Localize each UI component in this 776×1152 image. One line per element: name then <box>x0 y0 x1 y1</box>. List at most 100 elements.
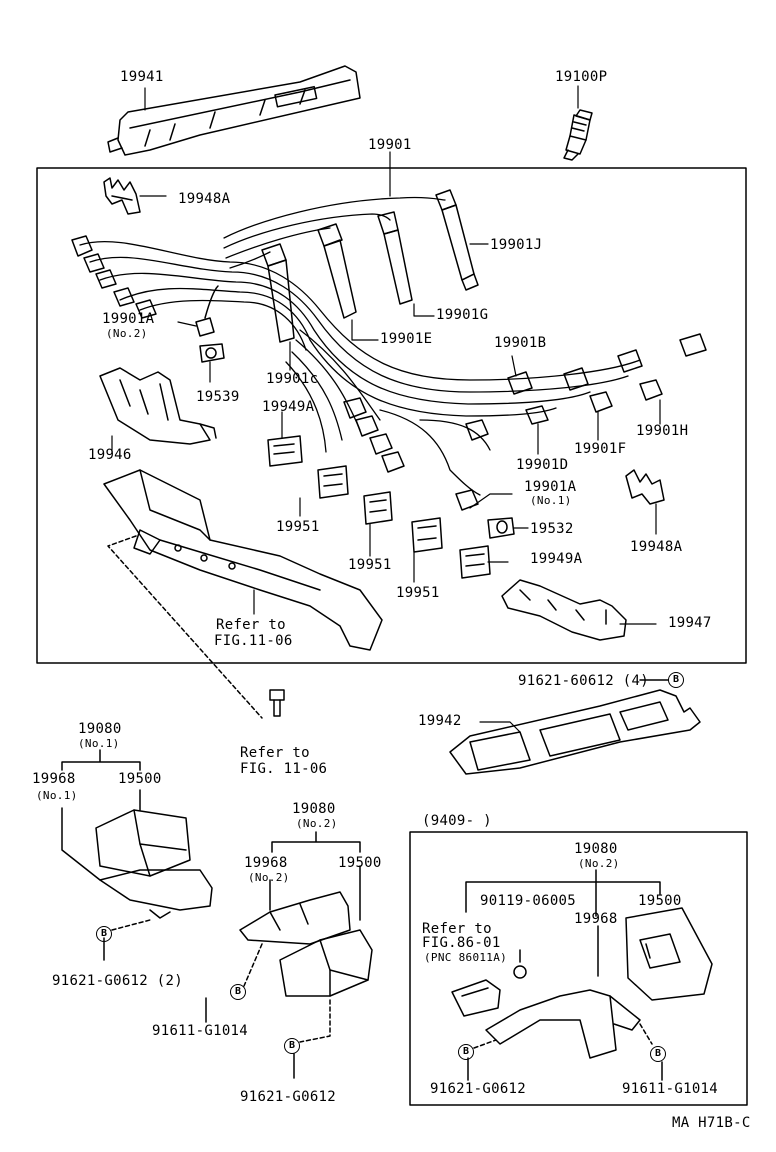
b-marker-4: B <box>284 1038 300 1054</box>
label-19901f: 19901F <box>574 441 627 457</box>
b-marker-2: B <box>96 926 112 942</box>
dashed-leader-b1 <box>111 919 151 931</box>
reference-dashed-line <box>107 535 263 719</box>
label-19901a-no2: 19901A <box>102 311 155 327</box>
label-no1-b: (No.1) <box>78 737 120 750</box>
harness-bracket <box>103 469 383 651</box>
plug-wire-19901a-no2 <box>195 285 219 337</box>
label-19500-c: 19500 <box>638 893 682 909</box>
label-91611-g1014-b: 91611-G1014 <box>622 1081 719 1097</box>
label-91621-g0612-a: 91621-G0612 <box>240 1089 337 1105</box>
clamp-19948a-top <box>103 177 141 215</box>
b-marker-3: B <box>230 984 246 1000</box>
wire-separator-19951-a <box>317 465 349 499</box>
label-fig-1106-a: FIG.11-06 <box>214 633 293 649</box>
label-no1-a: (No.1) <box>530 494 572 507</box>
label-no2-d: (No.2) <box>578 857 620 870</box>
label-19901a-no1: 19901A <box>524 479 577 495</box>
wire-boots-right <box>455 333 707 511</box>
b-marker-1: B <box>668 672 684 688</box>
label-19951-a: 19951 <box>276 519 320 535</box>
wire-boots-left <box>71 235 157 319</box>
wire-separator-19949a-bottom <box>459 545 491 579</box>
label-19901d: 19901D <box>516 457 569 473</box>
wire-separator-19951-b <box>363 491 393 525</box>
bracket-19946 <box>99 367 217 445</box>
label-no2-b: (No.2) <box>296 817 338 830</box>
label-refer-to-a: Refer to <box>216 617 286 633</box>
label-fig-1106-b: FIG. 11-06 <box>240 761 328 777</box>
coil-bracket-variant <box>485 989 641 1059</box>
label-fig-8601: FIG.86-01 <box>422 935 501 951</box>
label-19901c: 19901c <box>266 371 319 387</box>
plug-wire-19901c <box>261 243 295 343</box>
label-19500-a: 19500 <box>118 771 162 787</box>
leader-19968-no1 <box>61 807 101 881</box>
label-19947: 19947 <box>668 615 712 631</box>
label-pnc: (PNC 86011A) <box>424 951 508 964</box>
label-19080-no1: 19080 <box>78 721 122 737</box>
coil-bracket-no2 <box>239 891 351 945</box>
label-19901h: 19901H <box>636 423 689 439</box>
label-19500-b: 19500 <box>338 855 382 871</box>
label-19951-b: 19951 <box>348 557 392 573</box>
bolt-90119-06005 <box>513 949 527 979</box>
dashed-leader-b4 <box>473 1039 497 1049</box>
label-19942: 19942 <box>418 713 462 729</box>
wire-separator-19951-c <box>411 517 443 553</box>
ignition-cover-19941 <box>107 65 361 156</box>
label-19946: 19946 <box>88 447 132 463</box>
label-91611-g1014-a: 91611-G1014 <box>152 1023 249 1039</box>
ignition-coil-no1 <box>95 809 213 919</box>
label-19080-no2: 19080 <box>292 801 336 817</box>
main-assembly-frame <box>36 167 747 664</box>
label-refer-to-b: Refer to <box>240 745 310 761</box>
label-date-range: (9409- ) <box>422 813 492 829</box>
label-refer-to-c: Refer to <box>422 921 492 937</box>
wire-harness <box>79 196 641 496</box>
spark-plug-19100p <box>563 109 593 161</box>
label-19948a-right: 19948A <box>630 539 683 555</box>
label-19941: 19941 <box>120 69 164 85</box>
label-no1-c: (No.1) <box>36 789 78 802</box>
label-19948a-top: 19948A <box>178 191 231 207</box>
ignition-cover-19942 <box>449 689 701 775</box>
bracket-line-19080-no1 <box>61 749 141 771</box>
label-19100p: 19100P <box>555 69 608 85</box>
grommet-19539 <box>199 343 225 363</box>
wire-separator-19949a-top <box>267 435 303 467</box>
grommet-19532 <box>487 517 515 539</box>
bracket-line-19080-no2-b <box>465 869 661 917</box>
label-19968-c: 19968 <box>574 911 618 927</box>
dashed-leader-b3 <box>299 999 331 1043</box>
label-19949a-bottom: 19949A <box>530 551 583 567</box>
dashed-leader-b2 <box>243 943 263 987</box>
label-19951-c: 19951 <box>396 585 440 601</box>
label-19532: 19532 <box>530 521 574 537</box>
clamp-19948a-right <box>625 469 665 505</box>
label-19968-no2: 19968 <box>244 855 288 871</box>
label-no2-c: (No.2) <box>248 871 290 884</box>
plug-wire-19901j <box>435 189 479 291</box>
label-19080-no2-b: 19080 <box>574 841 618 857</box>
label-91621-60612: 91621-60612 (4) <box>518 673 649 689</box>
label-19539: 19539 <box>196 389 240 405</box>
leader-lines <box>111 85 661 733</box>
label-19949a-top: 19949A <box>262 399 315 415</box>
ignition-coil-variant <box>625 907 713 1001</box>
wire-boots-lower <box>343 397 405 473</box>
ignition-coil-no2 <box>279 929 373 997</box>
label-19901b: 19901B <box>494 335 547 351</box>
label-19968-no1: 19968 <box>32 771 76 787</box>
plug-wire-19901g <box>377 211 413 305</box>
bracket-line-19080-no2 <box>271 831 361 853</box>
label-19901: 19901 <box>368 137 412 153</box>
variant-frame <box>409 831 748 1106</box>
label-19901g: 19901G <box>436 307 489 323</box>
b-marker-5: B <box>458 1044 474 1060</box>
label-19901e: 19901E <box>380 331 433 347</box>
plug-wire-19901e <box>317 223 357 319</box>
label-91621-g0612-b: 91621-G0612 <box>430 1081 527 1097</box>
